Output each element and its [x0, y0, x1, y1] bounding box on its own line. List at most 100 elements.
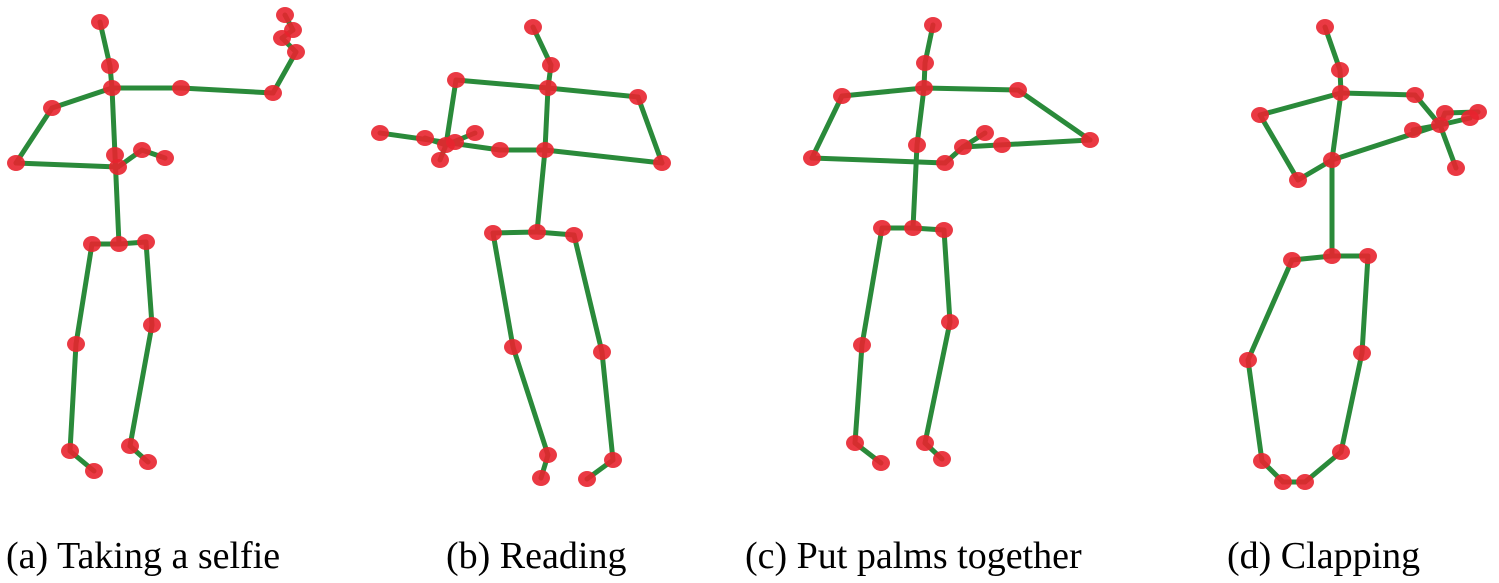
joint-base — [110, 236, 128, 252]
joint-lhip — [1359, 248, 1377, 264]
joint-lhip — [565, 227, 583, 243]
joint-sh — [539, 80, 557, 96]
joint-rhip — [873, 220, 891, 236]
joint-rft — [532, 470, 550, 486]
joint-lsh — [629, 89, 647, 105]
bone-sh-rsh — [839, 85, 927, 99]
bone-sh-lsh — [545, 85, 641, 100]
joint-lwr — [287, 44, 305, 60]
bone-sh-spine — [542, 85, 551, 153]
bone-sh-rsh — [49, 85, 115, 111]
bone-lel-rh1 — [960, 137, 1093, 150]
joint-rh3 — [993, 137, 1011, 153]
bone-lsh-lel — [178, 85, 276, 96]
caption-reading: (b) Reading — [446, 535, 627, 577]
joint-lsh — [172, 80, 190, 96]
bone-lel-spine — [542, 147, 665, 166]
joint-lwr — [1431, 117, 1449, 133]
joint-lank — [1332, 444, 1350, 460]
bone-rsh-rel — [13, 105, 55, 166]
bone-rel-rwr — [13, 160, 121, 170]
joint-base — [904, 220, 922, 236]
joint-lh4 — [1469, 104, 1487, 120]
bone-rsh-rel — [809, 93, 845, 161]
joint-head — [1316, 19, 1334, 35]
joint-rhip — [1283, 252, 1301, 268]
bone-sh-spine — [1329, 90, 1344, 163]
bone-rhip-rkn — [73, 241, 95, 347]
joint-sh — [1332, 85, 1350, 101]
joint-lwr — [491, 142, 509, 158]
joint-rsh — [833, 88, 851, 104]
joint-lank — [916, 435, 934, 451]
bone-rhip-rkn — [859, 225, 885, 348]
joint-lh3 — [1436, 105, 1454, 121]
bone-spine-base — [910, 142, 920, 231]
joint-rkn — [1239, 352, 1257, 368]
bone-rsh-rel — [443, 77, 459, 148]
joint-rkn — [853, 337, 871, 353]
joint-neck — [916, 55, 934, 71]
joint-rel — [1289, 172, 1307, 188]
joint-rel — [803, 150, 821, 166]
bone-lhip-lkn — [571, 232, 605, 355]
joint-head — [924, 17, 942, 33]
joint-lsh — [1009, 82, 1027, 98]
bone-lkn-lank — [1338, 350, 1365, 455]
joint-lhip — [137, 234, 155, 250]
joint-lh3 — [276, 7, 294, 23]
bone-rhip-rkn — [1245, 257, 1295, 363]
joint-spine — [908, 137, 926, 153]
bone-lhip-lkn — [941, 227, 953, 325]
joint-neck — [1331, 62, 1349, 78]
joint-rwr — [431, 152, 449, 168]
bone-sh-spine — [109, 85, 118, 158]
bone-rsh-rel — [1257, 112, 1301, 183]
joint-lel — [653, 155, 671, 171]
joint-rank — [846, 435, 864, 451]
bone-rkn-rank — [1245, 357, 1265, 464]
joint-spine — [536, 142, 554, 158]
joint-rh2 — [976, 125, 994, 141]
joint-neck — [101, 58, 119, 74]
bone-sh-lsh — [1338, 90, 1418, 98]
joint-rh1 — [954, 139, 972, 155]
joint-base — [1323, 248, 1341, 264]
joint-lkn — [941, 314, 959, 330]
joint-lkn — [1353, 345, 1371, 361]
joint-rft — [85, 463, 103, 479]
bone-rkn-rank — [67, 341, 79, 454]
bone-lkn-lank — [599, 349, 616, 463]
joint-head — [524, 19, 542, 35]
joint-lkn — [593, 344, 611, 360]
joint-lh1 — [371, 125, 389, 141]
joint-rh1 — [416, 130, 434, 146]
joint-rh2 — [466, 125, 484, 141]
bone-lkn-lank — [922, 319, 953, 446]
caption-put-palms-together: (c) Put palms together — [745, 535, 1082, 577]
bone-sh-rsh — [453, 77, 551, 91]
joint-lel — [1447, 160, 1465, 176]
caption-clapping: (d) Clapping — [1227, 535, 1421, 577]
joint-lh2 — [284, 22, 302, 38]
joint-lhip — [935, 222, 953, 238]
bone-lhip-lkn — [1359, 253, 1371, 356]
joint-lft — [139, 454, 157, 470]
joint-lft — [933, 451, 951, 467]
bone-lhip-lkn — [143, 239, 155, 328]
bone-rkn-rank — [510, 344, 551, 458]
bone-rhip-rkn — [490, 230, 516, 350]
joint-lft — [1296, 474, 1314, 490]
bone-sh-lsh — [921, 85, 1021, 93]
joint-rhip — [484, 225, 502, 241]
joint-rkn — [504, 339, 522, 355]
joint-rank — [61, 443, 79, 459]
joint-lank — [604, 452, 622, 468]
joint-rh3 — [446, 134, 464, 150]
bone-lsh-lel — [1015, 87, 1093, 143]
joint-rwr — [109, 159, 127, 175]
joint-rhip — [83, 236, 101, 252]
joint-rank — [1253, 453, 1271, 469]
joint-base — [528, 224, 546, 240]
joint-rh1 — [133, 142, 151, 158]
